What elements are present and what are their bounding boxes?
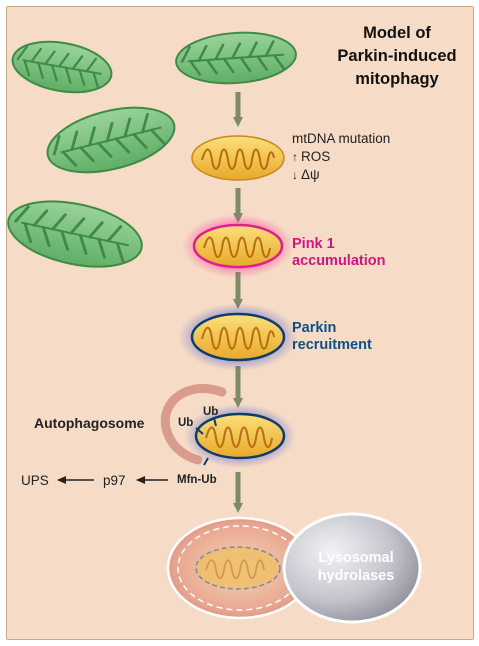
ros-label: ROS xyxy=(301,149,330,164)
healthy-mitochondrion-2 xyxy=(175,31,297,85)
pink1-labels: Pink 1 accumulation xyxy=(292,236,385,269)
damaged-mitochondrion xyxy=(191,135,285,181)
parkin-label: Parkin xyxy=(292,320,336,336)
ub-label-right: Ub xyxy=(203,406,218,418)
parkin-mitochondrion xyxy=(178,303,298,371)
title-line-2: Parkin-induced xyxy=(337,47,456,65)
degrading-mitochondrion xyxy=(195,546,281,590)
healthy-mitochondrion-1 xyxy=(11,40,113,94)
parkin-recruitment-label: recruitment xyxy=(292,337,372,353)
lysosome xyxy=(282,512,422,624)
title-line-3: mitophagy xyxy=(355,70,439,88)
parkin-labels: Parkin recruitment xyxy=(292,320,372,353)
pink1-mitochondrion xyxy=(182,214,294,278)
diagram-title: Model of Parkin-induced mitophagy xyxy=(337,24,456,88)
pink1-accumulation-label: accumulation xyxy=(292,253,385,269)
pink1-label: Pink 1 xyxy=(292,236,335,252)
lysosomal-label: Lysosomal xyxy=(318,550,393,566)
healthy-mitochondrion-4 xyxy=(7,200,143,268)
title-line-1: Model of xyxy=(363,24,431,42)
autophagosome-membrane xyxy=(160,383,227,465)
stress-labels: mtDNA mutation ↑ ROS ↓ Δψ xyxy=(292,131,390,182)
membrane-potential-label: Δψ xyxy=(301,167,320,182)
ubiquitinated-mitochondrion xyxy=(184,404,296,468)
ubiquitin-tethers xyxy=(195,417,217,466)
mtdna-mutation-label: mtDNA mutation xyxy=(292,131,390,146)
autophagosome-label: Autophagosome xyxy=(34,415,145,431)
down-arrow-icon: ↓ xyxy=(292,168,298,182)
mfn-ub-label: Mfn-Ub xyxy=(177,474,217,486)
hydrolases-label: hydrolases xyxy=(318,568,395,584)
degradation-pathway: p97 UPS xyxy=(21,473,168,488)
p97-label: p97 xyxy=(103,473,126,488)
ups-label: UPS xyxy=(21,473,49,488)
ub-labels: Ub Ub Mfn-Ub xyxy=(177,406,218,486)
up-arrow-icon: ↑ xyxy=(292,150,298,164)
healthy-mitochondrion-3 xyxy=(46,106,176,174)
autolysosome: Lysosomal hydrolases xyxy=(166,512,422,624)
ub-label-left: Ub xyxy=(178,417,193,429)
